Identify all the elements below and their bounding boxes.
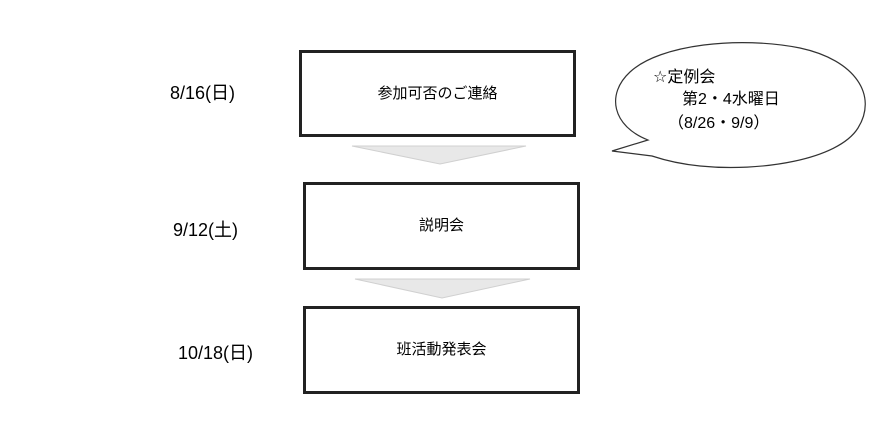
step-3-box: 班活動発表会 <box>303 306 580 394</box>
callout-line-1: ☆定例会 <box>653 69 716 86</box>
step-2-box: 説明会 <box>303 182 580 270</box>
step-1-label: 参加可否のご連絡 <box>377 84 498 102</box>
step-1-date: 8/16(日) <box>170 83 236 103</box>
connector-arrow-1 <box>351 145 527 165</box>
step-1-box: 参加可否のご連絡 <box>299 50 576 137</box>
step-3-date: 10/18(日) <box>178 343 254 363</box>
step-3-label: 班活動発表会 <box>396 341 487 358</box>
callout-line-3: （8/26・9/9） <box>668 115 770 132</box>
step-2-label: 説明会 <box>418 217 464 234</box>
connector-arrow-2 <box>354 278 531 299</box>
callout-bubble-shape <box>611 42 866 169</box>
step-2-date: 9/12(土) <box>173 220 239 240</box>
callout-line-2: 第2・4水曜日 <box>682 91 780 108</box>
